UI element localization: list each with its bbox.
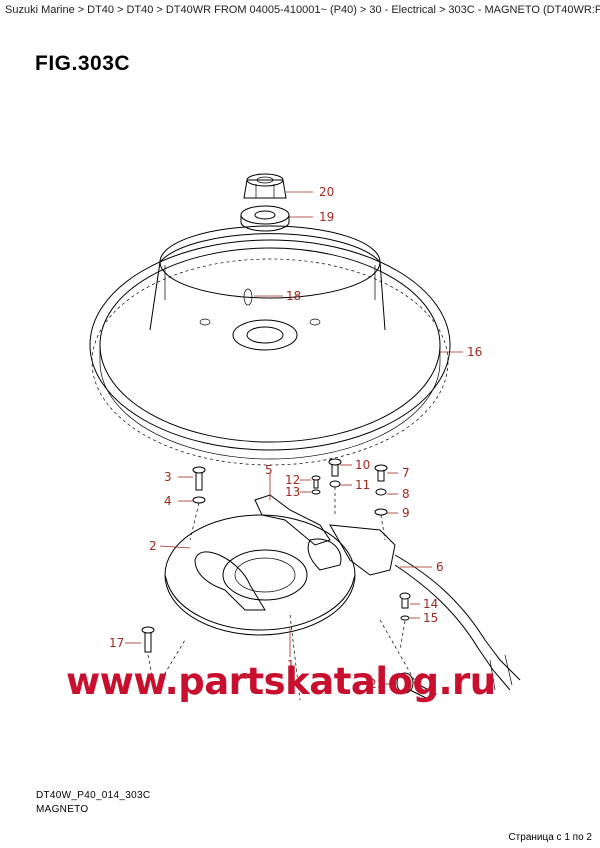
callout-9[interactable]: 9 — [402, 506, 410, 520]
assembly-guide-lines — [147, 487, 421, 701]
breadcrumb-item-0[interactable]: Suzuki Marine — [5, 4, 75, 16]
callout-3[interactable]: 3 — [164, 470, 172, 484]
screw-7[interactable] — [374, 464, 388, 482]
breadcrumb: Suzuki Marine>DT40>DT40>DT40WR FROM 0400… — [5, 4, 600, 16]
callout-leaders — [125, 191, 463, 685]
breadcrumb-item-2[interactable]: DT40 — [126, 4, 154, 16]
breadcrumb-separator: > — [438, 4, 446, 16]
breadcrumb-item-3[interactable]: DT40WR FROM 04005-410001~ (P40) — [165, 4, 357, 16]
callout-10[interactable]: 10 — [355, 458, 370, 472]
diagram-name: MAGNETO — [36, 804, 89, 815]
screw-10[interactable] — [328, 458, 342, 477]
callout-1[interactable]: 1 — [287, 658, 295, 672]
clamp-21[interactable] — [396, 672, 437, 701]
callout-17[interactable]: 17 — [109, 636, 124, 650]
callout-6[interactable]: 6 — [436, 560, 444, 574]
lead-wire-part[interactable] — [329, 524, 521, 691]
washer-8[interactable] — [375, 488, 387, 496]
washer-part[interactable] — [240, 205, 290, 232]
watermark-text: www.partskatalog.ru — [66, 660, 496, 703]
callout-12[interactable]: 12 — [285, 473, 300, 487]
callout-2[interactable]: 2 — [149, 539, 157, 553]
breadcrumb-separator: > — [117, 4, 124, 16]
callout-4[interactable]: 4 — [164, 494, 172, 508]
callout-13[interactable]: 13 — [285, 485, 300, 499]
callout-11[interactable]: 11 — [355, 478, 370, 492]
washer-4[interactable] — [192, 496, 206, 504]
washer-15[interactable] — [400, 615, 410, 621]
callout-labels: 20 19 18 16 3 4 2 5 10 11 12 13 7 8 9 6 … — [109, 185, 482, 691]
breadcrumb-item-1[interactable]: DT40 — [87, 4, 115, 16]
screw-14[interactable] — [399, 592, 411, 609]
breadcrumb-separator: > — [156, 4, 163, 16]
page-indicator: Страница с 1 по 2 — [508, 832, 592, 843]
callout-21[interactable]: 21 — [369, 677, 384, 691]
washer-11[interactable] — [329, 480, 341, 488]
diagram-code: DT40W_P40_014_303C — [36, 790, 151, 801]
callout-18[interactable]: 18 — [286, 289, 301, 303]
coil-part[interactable] — [194, 494, 342, 611]
breadcrumb-item-4[interactable]: 30 - Electrical — [369, 4, 436, 16]
screw-17[interactable] — [141, 626, 155, 653]
screw-12[interactable] — [311, 475, 321, 489]
screw-3[interactable] — [192, 466, 206, 491]
callout-7[interactable]: 7 — [402, 466, 410, 480]
callout-16[interactable]: 16 — [467, 345, 482, 359]
breadcrumb-separator: > — [359, 4, 367, 16]
callout-14[interactable]: 14 — [423, 597, 438, 611]
callout-15[interactable]: 15 — [423, 611, 438, 625]
washer-9[interactable] — [374, 508, 388, 516]
callout-5[interactable]: 5 — [265, 463, 273, 477]
nut-part[interactable] — [243, 173, 287, 199]
stator-base-part[interactable] — [164, 514, 356, 636]
callout-8[interactable]: 8 — [402, 487, 410, 501]
flywheel-part[interactable] — [89, 225, 451, 466]
breadcrumb-separator: > — [77, 4, 85, 16]
callout-19[interactable]: 19 — [319, 210, 334, 224]
washer-13[interactable] — [311, 489, 321, 495]
breadcrumb-item-current: 303C - MAGNETO (DT40WR:P40) — [448, 4, 600, 16]
figure-title: FIG.303C — [35, 52, 131, 75]
callout-20[interactable]: 20 — [319, 185, 334, 199]
